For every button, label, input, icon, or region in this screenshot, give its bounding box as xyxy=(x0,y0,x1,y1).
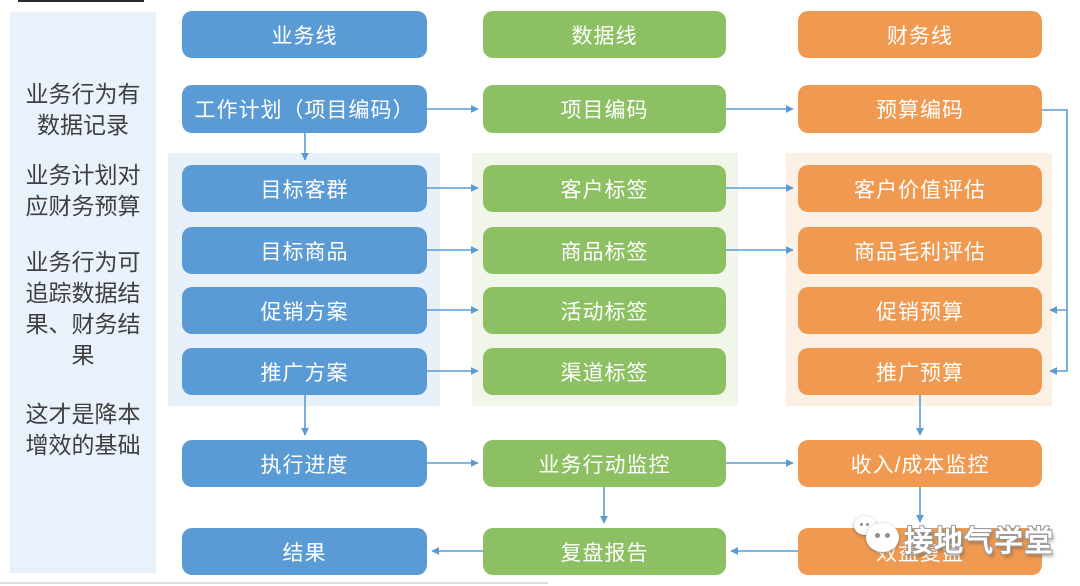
node-product-tags: 商品标签 xyxy=(483,227,726,274)
node-target-customers: 目标客群 xyxy=(182,165,427,212)
node-activity-tags: 活动标签 xyxy=(483,287,726,334)
sidebar-note-2: 业务计划对 应财务预算 xyxy=(10,160,156,222)
node-review-report: 复盘报告 xyxy=(483,528,726,575)
node-budget-code: 预算编码 xyxy=(798,85,1042,133)
sidebar-note-3: 业务行为可 追踪数据结 果、财务结 果 xyxy=(10,247,156,371)
node-channel-tags: 渠道标签 xyxy=(483,348,726,395)
sidebar-notes: 业务行为有 数据记录 业务计划对 应财务预算 业务行为可 追踪数据结 果、财务结… xyxy=(10,12,156,573)
note-line: 果 xyxy=(71,342,95,368)
header-business-line: 业务线 xyxy=(182,11,427,58)
node-execution-progress: 执行进度 xyxy=(182,440,427,487)
chat-bubble-big xyxy=(866,523,899,552)
sidebar-note-4: 这才是降本 增效的基础 xyxy=(10,399,156,461)
note-line: 果、财务结 xyxy=(25,311,141,337)
node-promo-budget: 促销预算 xyxy=(798,287,1042,334)
note-line: 业务行为有 xyxy=(25,81,141,107)
note-line: 增效的基础 xyxy=(25,432,141,458)
node-benefit-review: 效益复盘 xyxy=(798,528,1042,575)
note-line: 业务行为可 xyxy=(25,249,141,275)
node-project-code: 项目编码 xyxy=(483,85,726,133)
node-promo-plan: 促销方案 xyxy=(182,287,427,334)
node-product-margin-eval: 商品毛利评估 xyxy=(798,227,1042,274)
note-line: 这才是降本 xyxy=(25,401,141,427)
note-line: 应财务预算 xyxy=(25,193,141,219)
wechat-bubbles-icon xyxy=(852,516,904,558)
node-work-plan: 工作计划（项目编码） xyxy=(182,85,427,133)
header-finance-line: 财务线 xyxy=(798,11,1042,58)
node-customer-tags: 客户标签 xyxy=(483,165,726,212)
node-revenue-cost-monitor: 收入/成本监控 xyxy=(798,440,1042,487)
sidebar-note-1: 业务行为有 数据记录 xyxy=(10,79,156,141)
top-edge-artifact xyxy=(18,0,144,2)
node-marketing-budget: 推广预算 xyxy=(798,348,1042,395)
note-line: 数据记录 xyxy=(37,112,129,138)
node-marketing-plan: 推广方案 xyxy=(182,348,427,395)
bottom-edge-artifact xyxy=(0,582,548,584)
note-line: 业务计划对 xyxy=(25,162,141,188)
note-line: 追踪数据结 xyxy=(25,280,141,306)
node-customer-value-eval: 客户价值评估 xyxy=(798,165,1042,212)
header-data-line: 数据线 xyxy=(483,11,726,58)
node-target-products: 目标商品 xyxy=(182,227,427,274)
node-result: 结果 xyxy=(182,528,427,575)
node-business-action-monitor: 业务行动监控 xyxy=(483,440,726,487)
watermark-text: 接地气学堂 xyxy=(904,526,1055,558)
